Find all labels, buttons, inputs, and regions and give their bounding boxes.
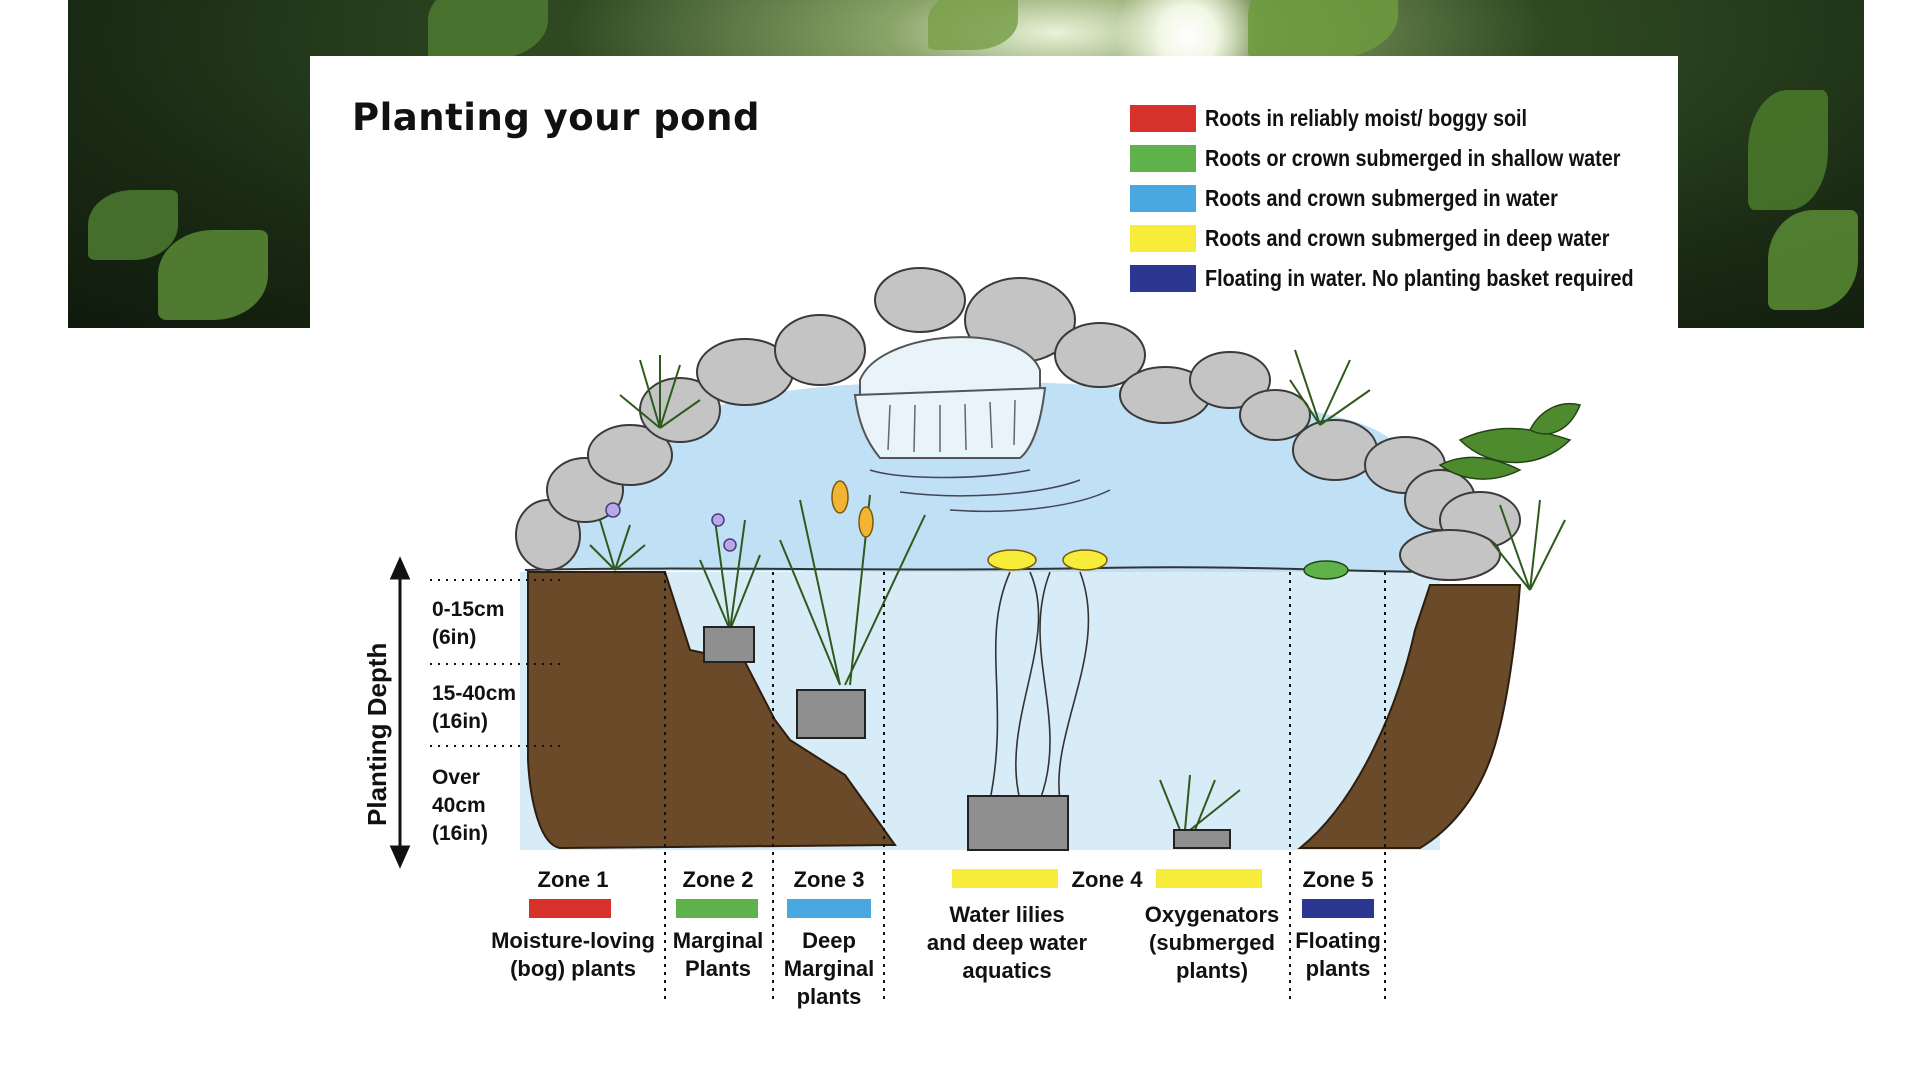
zone-3-swatch [787, 899, 871, 918]
depth-band-1-line2: (6in) [432, 626, 476, 649]
depth-axis [389, 556, 411, 869]
depth-band-1-line1: 0-15cm [432, 598, 504, 621]
zone-1-swatch [529, 899, 611, 918]
legend-item: Roots and crown submerged in deep water [1130, 218, 1703, 258]
pond-water-surface [560, 381, 1437, 575]
floating-plant [1303, 560, 1349, 580]
depth-band-2-line1: 15-40cm [432, 682, 516, 705]
plant-illustrations [589, 349, 1566, 831]
zone-4-desc-right-line2: (submerged [1149, 930, 1275, 955]
zone-4-swatch-left [952, 869, 1058, 888]
legend-label: Roots and crown submerged in water [1205, 184, 1558, 211]
zone-4-swatch-right [1156, 869, 1262, 888]
legend-swatch [1130, 104, 1196, 132]
zone-3-desc-line3: plants [797, 984, 862, 1009]
zone-4-name: Zone 4 [1072, 867, 1144, 892]
depth-axis-label: Planting Depth [362, 643, 392, 826]
legend-label: Roots and crown submerged in deep water [1205, 224, 1610, 251]
flowers [831, 480, 1108, 571]
zone-5-desc-line2: plants [1306, 956, 1371, 981]
zone-1-desc-line1: Moisture-loving [491, 928, 655, 953]
legend-item: Roots in reliably moist/ boggy soil [1130, 98, 1703, 138]
zone-2-name: Zone 2 [683, 867, 754, 892]
planting-baskets [703, 626, 1231, 851]
zone-4-desc-right-line1: Oxygenators [1145, 902, 1280, 927]
legend-label: Roots or crown submerged in shallow wate… [1205, 144, 1621, 171]
zone-3-name: Zone 3 [794, 867, 865, 892]
legend-label: Roots in reliably moist/ boggy soil [1205, 104, 1528, 131]
depth-band-lines [430, 579, 562, 747]
depth-band-3-line2: 40cm [432, 794, 486, 817]
zone-5-desc-line1: Floating [1295, 928, 1381, 953]
depth-band-labels: 0-15cm (6in) 15-40cm (16in) Over 40cm (1… [432, 598, 516, 845]
page-title: Planting your pond [352, 96, 760, 139]
depth-band-3-line3: (16in) [432, 822, 488, 845]
legend-item: Floating in water. No planting basket re… [1130, 258, 1703, 298]
zone-2-swatch [676, 899, 758, 918]
leaf-shape [1748, 90, 1828, 210]
depth-band-2-line2: (16in) [432, 710, 488, 733]
zone-2-desc-line1: Marginal [673, 928, 763, 953]
depth-band-3-line1: Over [432, 766, 480, 789]
leaf-shape [1768, 210, 1858, 310]
zone-4-desc-left-line3: aquatics [962, 958, 1051, 983]
legend-swatch [1130, 184, 1196, 212]
zone-1-name: Zone 1 [538, 867, 609, 892]
legend-label: Floating in water. No planting basket re… [1205, 264, 1634, 291]
zone-3-desc-line2: Marginal [784, 956, 874, 981]
legend-swatch [1130, 144, 1196, 172]
zone-3-desc-line1: Deep [802, 928, 856, 953]
zone-4-desc-left-line2: and deep water [927, 930, 1088, 955]
leaf-shape [928, 0, 1018, 50]
zone-5-name: Zone 5 [1303, 867, 1374, 892]
leaf-shape [158, 230, 268, 320]
zone-1-desc-line2: (bog) plants [510, 956, 636, 981]
zone-5-swatch [1302, 899, 1374, 918]
zone-2-desc-line2: Plants [685, 956, 751, 981]
flowers-purple [605, 502, 737, 552]
legend-swatch [1130, 224, 1196, 252]
soil-bank-right [1297, 584, 1522, 849]
rocks [515, 267, 1521, 581]
legend-item: Roots or crown submerged in shallow wate… [1130, 138, 1703, 178]
zone-4-desc-right-line3: plants) [1176, 958, 1248, 983]
zone-4-desc-left-line1: Water lilies [949, 902, 1064, 927]
leaf-shape [88, 190, 178, 260]
plant-leaves [1438, 403, 1582, 480]
legend-swatch [1130, 264, 1196, 292]
soil-bank-left [527, 571, 897, 850]
waterfall [853, 336, 1111, 513]
legend-item: Roots and crown submerged in water [1130, 178, 1703, 218]
zone-labels: Zone 1 Moisture-loving (bog) plants Zone… [491, 867, 1381, 1009]
